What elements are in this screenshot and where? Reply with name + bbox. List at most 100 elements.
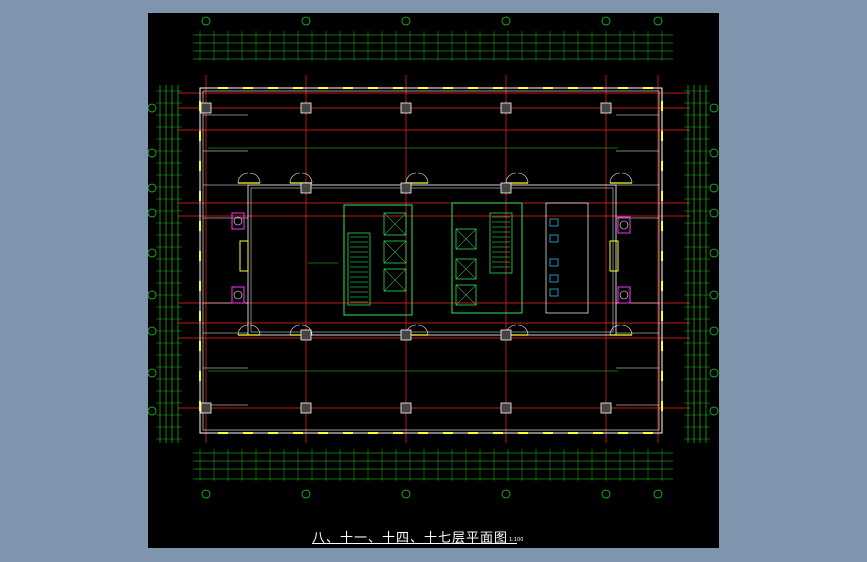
axis-bubble-icon [148,148,157,158]
door-swing-icon [417,324,429,336]
duct-shaft [617,286,631,304]
walls [199,87,663,434]
door-swing-icon [505,172,517,184]
exterior-wall-inner [202,90,660,431]
elevator-cross [455,258,477,280]
door-swing-icon [621,172,633,184]
axis-bubble-icon [201,16,211,26]
column-square-icon [500,329,512,341]
door-swing-icon [249,172,261,184]
floor-plan-drawing [148,16,719,499]
elevator-shaft [383,240,407,264]
axis-bubble-icon [201,489,211,499]
column-square-icon [300,102,312,114]
door-swing-icon [301,324,313,336]
door-swing-icon [621,324,633,336]
axis-bubble-icon [653,16,663,26]
axis-bubble-icon [709,326,719,336]
axis-bubble-icon [148,368,157,378]
axis-bubble-icon [709,103,719,113]
axis-bubble-icon [501,16,511,26]
exterior-wall [199,87,663,434]
door-swing-icon [237,324,249,336]
elevator-cross [383,268,407,292]
axis-bubbles [148,16,719,499]
axis-bubble-icon [401,489,411,499]
cad-viewport[interactable]: 八、十一、十四、十七层平面图 1:100 [148,13,719,548]
door-swing-icon [289,172,301,184]
toilet-fixture [549,274,559,283]
title-underline [312,543,517,544]
column-square-icon [200,102,212,114]
column-square-icon [400,402,412,414]
axis-bubble-icon [148,290,157,300]
corridor-wall-inner [250,187,614,333]
door-swing-icon [417,172,429,184]
axis-bubble-icon [709,248,719,258]
core-left [343,204,413,316]
riser [609,240,619,272]
axis-bubble-icon [148,183,157,193]
duct-symbol [619,220,629,230]
drawing-title: 八、十一、十四、十七层平面图 [312,531,509,546]
axis-bubble-icon [709,208,719,218]
column-square-icon [400,102,412,114]
door-swing-icon [289,324,301,336]
duct-shaft [231,212,245,230]
door-swing-icon [249,324,261,336]
axis-bubble-icon [653,489,663,499]
service-core [231,202,631,316]
axis-bubble-icon [148,406,157,416]
axis-bubble-icon [148,208,157,218]
core-right [451,202,523,314]
door-swing-icon [517,324,529,336]
door-swing-icon [609,172,621,184]
corridor-wall [247,184,617,336]
column-square-icon [300,402,312,414]
column-square-icon [200,402,212,414]
axis-grid-lines [178,75,690,443]
door-swing-icon [609,324,621,336]
toilet-fixture [549,258,559,267]
axis-bubble-icon [301,16,311,26]
axis-bubble-icon [709,406,719,416]
door-swing-icon [517,172,529,184]
elevator-cross [383,240,407,264]
column-square-icon [500,402,512,414]
dimension-lines [156,31,710,481]
axis-bubble-icon [148,326,157,336]
axis-bubble-icon [709,368,719,378]
column-square-icon [400,329,412,341]
stair-right [489,212,513,274]
column-square-icon [400,182,412,194]
duct-shaft [617,216,631,234]
axis-bubble-icon [301,489,311,499]
elevator-shaft [455,284,477,306]
structural-columns [200,102,612,414]
axis-bubble-icon [709,290,719,300]
riser [239,240,249,272]
column-square-icon [600,402,612,414]
door-swing-icon [405,172,417,184]
axis-bubble-icon [709,183,719,193]
door-swing-icon [301,172,313,184]
elevator-shaft [383,212,407,236]
elevator-cross [383,212,407,236]
axis-bubble-icon [401,16,411,26]
toilet-fixture [549,288,559,297]
elevator-cross [455,284,477,306]
axis-bubble-icon [709,148,719,158]
duct-symbol [619,290,629,300]
elevator-shaft [383,268,407,292]
column-square-icon [500,182,512,194]
doors [237,172,633,336]
axis-bubble-icon [501,489,511,499]
duct-symbol [233,216,243,226]
column-square-icon [500,102,512,114]
column-square-icon [600,102,612,114]
column-square-icon [300,329,312,341]
toilet-fixture [549,234,559,243]
elevator-shaft [455,258,477,280]
axis-bubble-icon [601,489,611,499]
drawing-scale: 1:100 [509,537,524,543]
